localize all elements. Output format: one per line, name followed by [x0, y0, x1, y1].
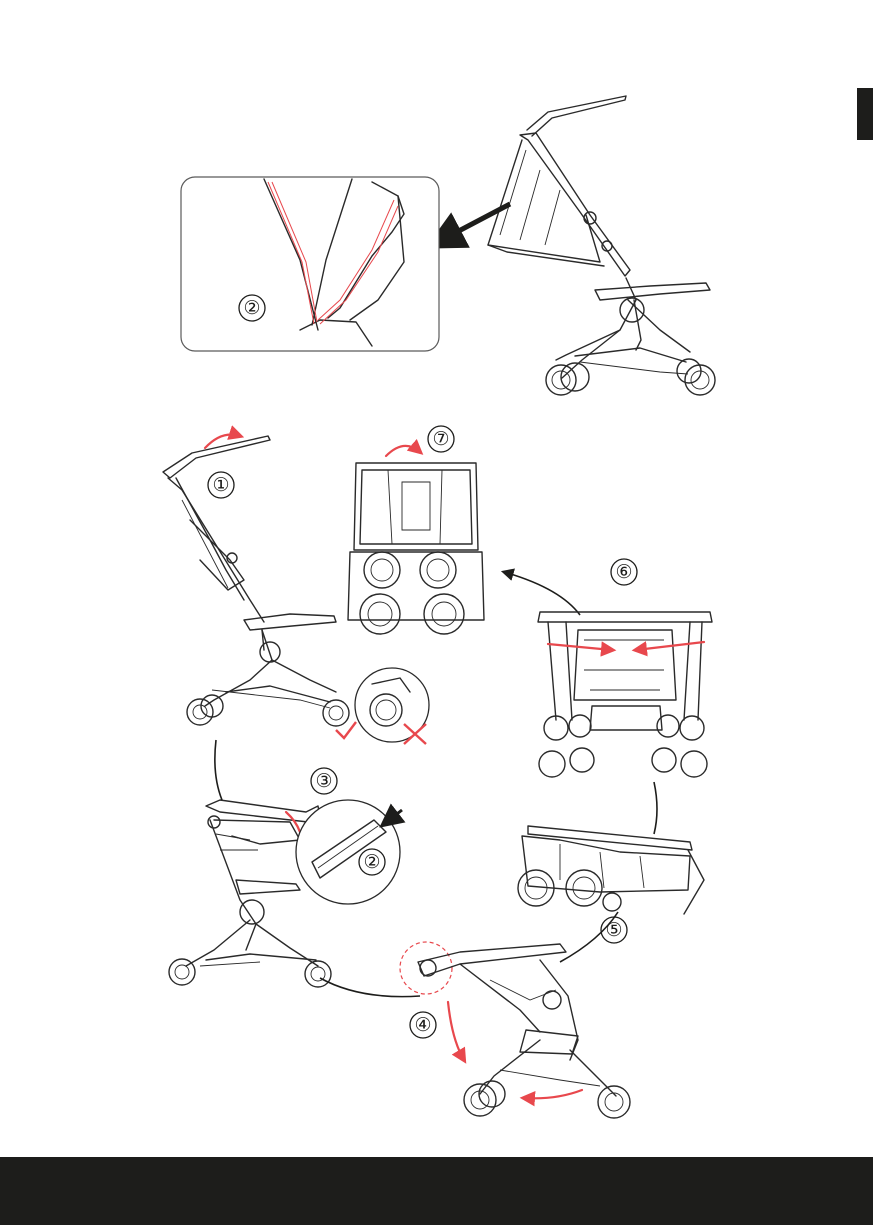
stroller-top-view	[488, 96, 715, 395]
arrow-to-detail	[434, 204, 510, 244]
detail-inset-canopy-cord: ②	[181, 177, 439, 351]
stroller-step-3: ② ③	[169, 768, 402, 987]
step-6-label: ⑥	[615, 561, 632, 583]
flow-line-1-to-3	[215, 740, 222, 800]
stroller-step-4: ④	[400, 942, 630, 1118]
stroller-step-5: ⑤	[518, 826, 704, 943]
step-3-detail-label: ②	[363, 851, 380, 873]
stroller-step-6: ⑥	[538, 559, 712, 777]
footer-bar	[0, 1157, 873, 1225]
stroller-step-1: ①	[163, 435, 429, 745]
arrow-step6-to-step7	[504, 572, 580, 615]
step-5-label: ⑤	[605, 919, 622, 941]
inset-step-label: ②	[243, 297, 260, 319]
step-3-label: ③	[315, 770, 332, 792]
step-4-label: ④	[414, 1014, 431, 1036]
check-mark-icon	[336, 722, 356, 738]
step-1-label: ①	[212, 474, 229, 496]
stroller-step-7: ⑦	[348, 426, 484, 634]
flow-line-3-to-4	[320, 978, 420, 997]
step-7-label: ⑦	[432, 428, 449, 450]
flow-line-5-to-6	[654, 782, 657, 834]
